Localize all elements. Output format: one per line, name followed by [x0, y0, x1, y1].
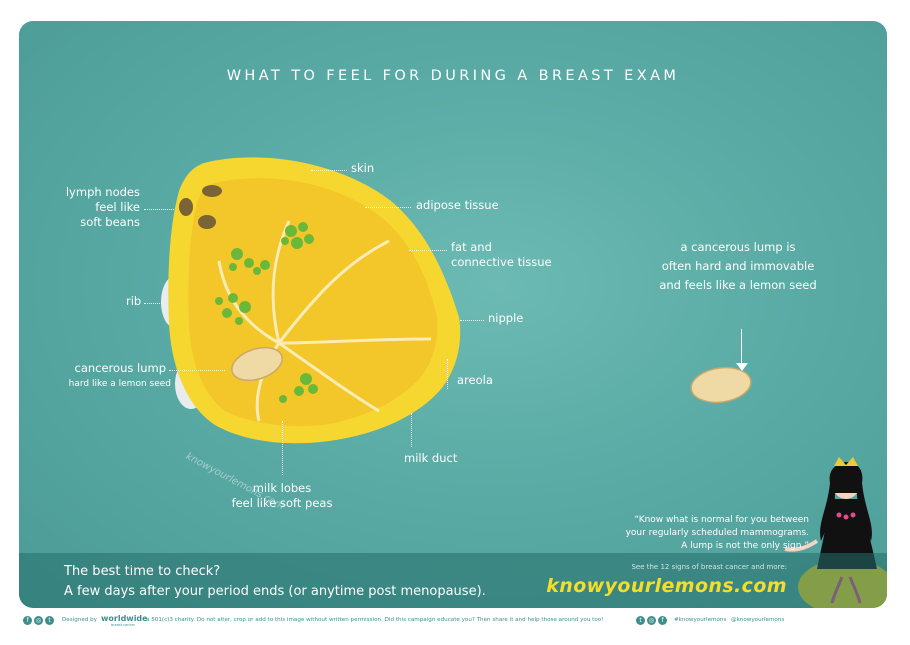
social-handle: @knowyourlemons [731, 617, 785, 623]
leader-lymph [144, 209, 174, 210]
instagram-icon[interactable]: ◎ [647, 616, 656, 625]
label-nipple: nipple [488, 311, 524, 325]
org-logo: worldwide [101, 614, 148, 623]
label-areola: areola [457, 373, 493, 387]
label-fat-2: connective tissue [451, 255, 552, 269]
label-fat-1: fat and [451, 240, 492, 254]
poster: WHAT TO FEEL FOR DURING A BREAST EXAM [19, 21, 887, 608]
website-link[interactable]: knowyourlemons.com [546, 575, 787, 597]
org-logo-sub: breast cancer [111, 623, 135, 627]
leader-lump [169, 370, 225, 371]
callout-line-1: a cancerous lump is [680, 240, 796, 254]
facebook-icon[interactable]: f [658, 616, 667, 625]
label-lump-1: cancerous lump [74, 361, 167, 375]
see-signs-text: See the 12 signs of breast cancer and mo… [631, 563, 787, 571]
quote-line-3: A lump is not the only sign.” [681, 541, 809, 551]
quote-line-1: “Know what is normal for you between [634, 515, 809, 525]
best-time-answer: A few days after your period ends (or an… [64, 584, 486, 599]
leader-milk-lobes [282, 421, 283, 475]
poster-title: WHAT TO FEEL FOR DURING A BREAST EXAM [226, 68, 680, 84]
quote-line-2: your regularly scheduled mammograms. [625, 528, 809, 538]
twitter-icon[interactable]: t [45, 616, 54, 625]
leader-fat [409, 250, 447, 251]
label-milk-lobes-1: milk lobes [252, 481, 312, 495]
leader-nipple [460, 320, 484, 321]
best-time-question: The best time to check? [64, 564, 221, 579]
bottom-band: The best time to check? A few days after… [19, 553, 887, 608]
facebook-icon[interactable]: f [23, 616, 32, 625]
label-lymph-2: feel like [95, 200, 140, 214]
callout-line-2: often hard and immovable [661, 259, 815, 273]
label-rib: rib [126, 294, 142, 308]
leader-areola [447, 359, 448, 389]
label-adipose-tissue: adipose tissue [416, 198, 499, 212]
label-milk-lobes-2: feel like soft peas [231, 496, 333, 510]
label-skin: skin [351, 161, 375, 175]
designed-by: Designed by [62, 617, 97, 623]
callout-line-3: and feels like a lemon seed [659, 278, 817, 292]
instagram-icon[interactable]: ◎ [34, 616, 43, 625]
footer: f ◎ t Designed by worldwide breast cance… [19, 614, 887, 628]
quote: “Know what is normal for you between you… [579, 514, 809, 553]
down-arrow-icon [736, 363, 748, 371]
leader-skin [311, 170, 347, 171]
lemon-illustration [161, 157, 887, 608]
label-lump-2: hard like a lemon seed [68, 379, 171, 389]
hashtag: #knowyourlemons [674, 617, 727, 623]
lump-callout: a cancerous lump is often hard and immov… [633, 238, 843, 295]
leader-adipose [365, 207, 411, 208]
label-lymph-1: lymph nodes [65, 185, 140, 199]
lymph-node [202, 185, 222, 197]
twitter-icon[interactable]: t [636, 616, 645, 625]
lemon-seed-example [690, 366, 752, 404]
leader-rib [144, 303, 162, 304]
lemon-seed-lump [231, 346, 283, 382]
disclaimer: a 501(c)3 charity. Do not alter, crop or… [146, 617, 604, 623]
lymph-node [198, 215, 216, 229]
down-arrow-line [741, 329, 742, 365]
label-milk-duct: milk duct [404, 451, 458, 465]
label-lymph-3: soft beans [80, 215, 140, 229]
leader-milk-duct [411, 413, 412, 447]
lymph-node [179, 198, 193, 216]
